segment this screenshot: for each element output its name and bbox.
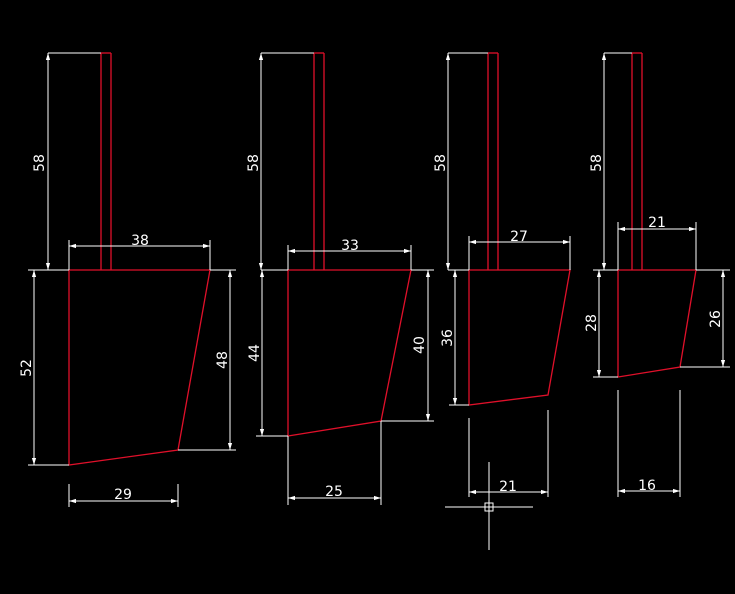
dim-top-height-3: 58 bbox=[433, 52, 488, 271]
crosshair-icon bbox=[445, 462, 533, 550]
shaft-1 bbox=[100, 52, 112, 270]
dim-bottom-width-3: 21 bbox=[468, 410, 549, 497]
dim-top-height-4: 58 bbox=[589, 52, 632, 271]
label-right-height-2: 40 bbox=[412, 336, 428, 354]
dim-top-width-1: 38 bbox=[68, 233, 211, 270]
label-right-height-1: 48 bbox=[215, 351, 231, 369]
dim-left-height-2: 44 bbox=[247, 270, 288, 437]
label-left-height-1: 52 bbox=[19, 359, 35, 377]
dim-top-width-3: 27 bbox=[468, 229, 571, 270]
label-top-height-3: 58 bbox=[433, 154, 449, 172]
label-bottom-width-2: 25 bbox=[325, 484, 343, 500]
label-top-width-3: 27 bbox=[510, 229, 528, 245]
dim-left-height-3: 36 bbox=[440, 270, 469, 406]
dim-left-height-1: 52 bbox=[19, 269, 69, 466]
label-top-height-2: 58 bbox=[246, 154, 262, 172]
part-drawing-4: 58 21 28 26 16 bbox=[584, 52, 730, 497]
part-drawing-2: 58 33 44 40 25 bbox=[246, 52, 434, 505]
part-drawing-1: 58 38 52 48 29 bbox=[19, 52, 236, 507]
dim-bottom-width-4: 16 bbox=[617, 390, 681, 497]
dim-bottom-width-2: 25 bbox=[287, 421, 382, 505]
label-top-width-1: 38 bbox=[131, 233, 149, 249]
label-top-height-1: 58 bbox=[32, 154, 48, 172]
label-left-height-4: 28 bbox=[584, 314, 600, 332]
dim-top-height-2: 58 bbox=[246, 52, 314, 271]
label-bottom-width-4: 16 bbox=[638, 478, 656, 494]
label-right-height-4: 26 bbox=[708, 310, 724, 328]
dim-left-height-4: 28 bbox=[584, 269, 618, 378]
trapezoid-4 bbox=[617, 269, 697, 378]
shaft-4 bbox=[631, 52, 643, 270]
dim-right-height-4: 26 bbox=[680, 269, 730, 368]
shaft-3 bbox=[487, 52, 499, 270]
dim-top-height-1: 58 bbox=[32, 52, 101, 271]
dim-right-height-2: 40 bbox=[381, 269, 434, 422]
label-left-height-3: 36 bbox=[440, 329, 456, 347]
label-left-height-2: 44 bbox=[247, 344, 263, 362]
label-top-width-4: 21 bbox=[648, 215, 666, 231]
trapezoid-1 bbox=[68, 269, 211, 466]
shaft-2 bbox=[313, 52, 325, 270]
part-drawing-3: 58 27 36 21 bbox=[433, 52, 571, 497]
trapezoid-3 bbox=[468, 269, 571, 406]
dim-top-width-4: 21 bbox=[617, 215, 697, 270]
label-top-width-2: 33 bbox=[341, 238, 359, 254]
dim-right-height-1: 48 bbox=[178, 269, 236, 451]
label-top-height-4: 58 bbox=[589, 154, 605, 172]
dim-bottom-width-1: 29 bbox=[68, 484, 179, 507]
label-bottom-width-1: 29 bbox=[114, 487, 132, 503]
dim-top-width-2: 33 bbox=[287, 238, 412, 270]
trapezoid-2 bbox=[287, 269, 412, 437]
label-bottom-width-3: 21 bbox=[499, 479, 517, 495]
